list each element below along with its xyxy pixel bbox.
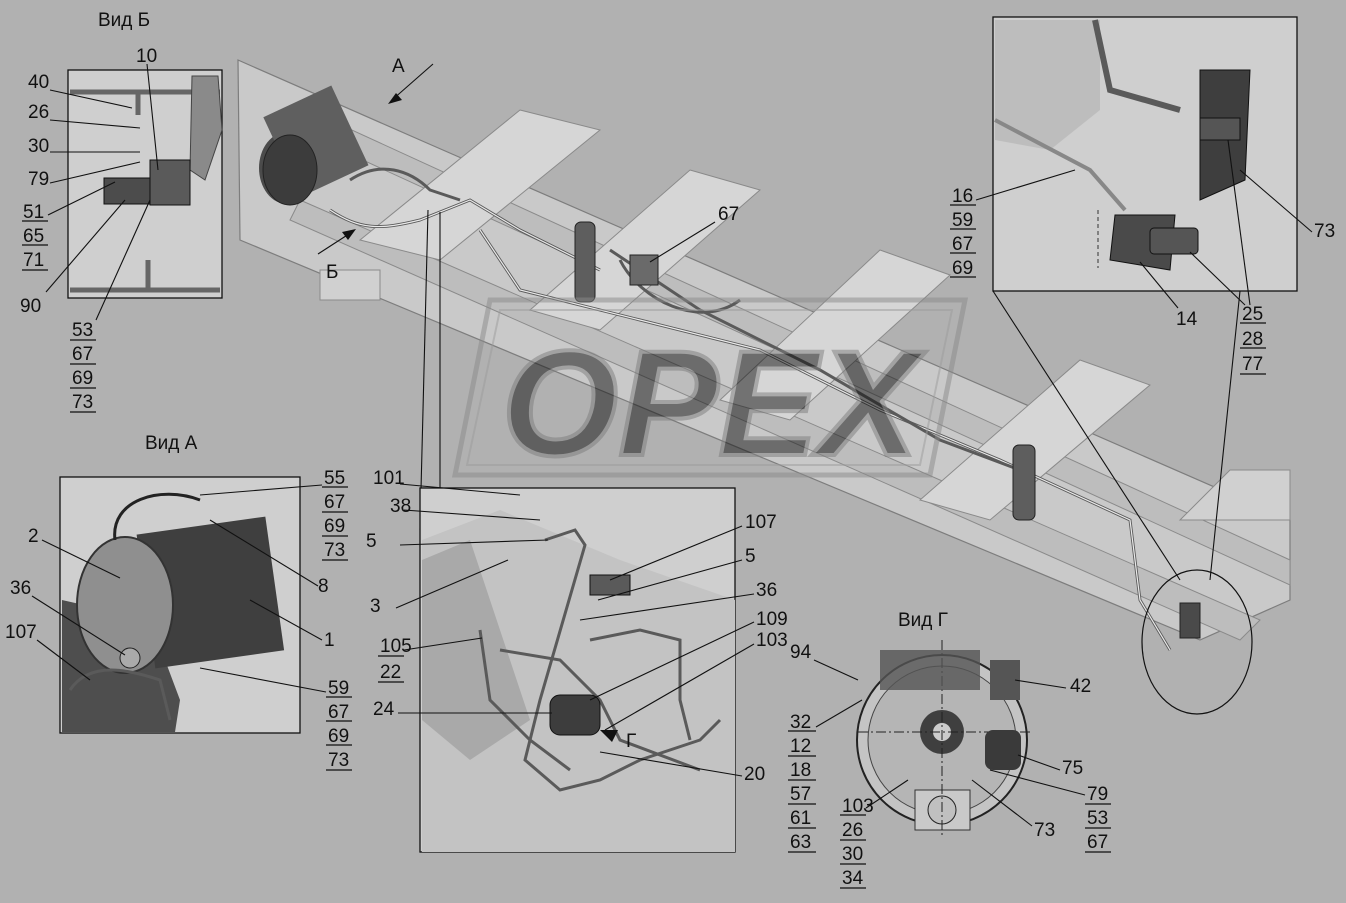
callout-20: 24 [373, 699, 395, 720]
callout-69d: 67 [952, 234, 973, 255]
callout-53b: 79 [1087, 784, 1108, 805]
callout-69: 69 [72, 368, 93, 389]
callout-30b: 26 [842, 820, 863, 841]
callout-12: 32 [790, 712, 811, 733]
callout-59: 59 [328, 678, 349, 699]
chassis-cylinders [574, 221, 1201, 639]
callout-16: 20 [744, 764, 765, 785]
callout-14: 73 [1314, 221, 1335, 242]
callout-69c: 69 [328, 726, 349, 747]
arrow-g-label: Г [626, 731, 636, 752]
callout-103: 109 [756, 609, 788, 630]
callout-92: 73 [1034, 820, 1055, 841]
callout-71: 71 [23, 250, 44, 271]
callout-67: 67 [72, 344, 93, 365]
callout-73b: 73 [324, 540, 345, 561]
callout-8: 8 [318, 576, 329, 597]
callout-63: 61 [790, 808, 811, 829]
callout-73d: 69 [952, 258, 973, 279]
callout-24: 22 [380, 662, 401, 683]
callout-73: 73 [72, 392, 93, 413]
callout-94: 77 [1242, 354, 1263, 375]
callout-18: 12 [790, 736, 811, 757]
view-connector-lines [419, 209, 1253, 715]
view-arrow-b: Б [317, 229, 356, 283]
callout-36b: 3 [370, 596, 381, 617]
callout-79: 79 [28, 169, 49, 190]
callout-36: 36 [10, 578, 31, 599]
view-g-title: Вид Г [898, 610, 948, 631]
callout-57: 18 [790, 760, 811, 781]
callout-67b: 67 [324, 492, 345, 513]
callout-67d: 59 [952, 210, 973, 231]
callout-22: 105 [380, 636, 412, 657]
callout-51: 51 [23, 202, 44, 223]
callout-1: 1 [324, 630, 335, 651]
callout-59b: 16 [952, 186, 973, 207]
callout-105: 103 [756, 630, 788, 651]
callout-32: 42 [1070, 676, 1091, 697]
callout-107: 107 [5, 622, 37, 643]
arrow-a-label: А [392, 56, 405, 77]
callout-5: 38 [390, 496, 411, 517]
callout-65: 65 [23, 226, 44, 247]
callout-42: 94 [790, 642, 812, 663]
view-b: Вид Б 10 40 26 30 79 51 65 71 90 53 67 6… [20, 10, 223, 413]
callout-103b: 75 [1062, 758, 1083, 779]
callout-28: 25 [1242, 304, 1263, 325]
callout-73e: 67 [1087, 832, 1108, 853]
view-arrow-a: А [388, 56, 434, 104]
callout-61: 57 [790, 784, 811, 805]
callout-77: 28 [1242, 329, 1263, 350]
callout-90: 90 [20, 296, 41, 317]
callout-30: 30 [28, 136, 49, 157]
callout-73c: 73 [328, 750, 349, 771]
callout-75: 63 [790, 832, 811, 853]
callout-107b: 5 [366, 531, 377, 552]
callout-38: 101 [373, 468, 405, 489]
callout-67c: 67 [328, 702, 349, 723]
callout-3: 5 [745, 546, 756, 567]
callout-5b: 107 [745, 512, 777, 533]
detail-circle [1141, 569, 1253, 715]
view-a: Вид А 55 67 69 73 2 8 36 1 107 59 67 69 … [5, 433, 352, 771]
watermark-text: OPEX [502, 319, 927, 487]
arrow-b-label: Б [326, 262, 338, 283]
callout-25: 14 [1176, 309, 1198, 330]
center-detail: Г 101 38 5 107 5 3 36 109 103 105 22 24 … [366, 468, 788, 853]
callout-109: 36 [756, 580, 777, 601]
callout-55: 55 [324, 468, 345, 489]
callout-101: 67 [718, 204, 739, 225]
callout-69b: 69 [324, 516, 345, 537]
watermark-logo: OPEX [451, 297, 969, 489]
rear-detail: 16 59 67 69 73 14 25 28 77 [950, 16, 1335, 375]
view-b-title: Вид Б [98, 10, 150, 31]
callout-10: 10 [136, 46, 157, 67]
callout-53: 53 [72, 320, 93, 341]
air-tank-main [259, 85, 369, 206]
callout-40: 40 [28, 72, 49, 93]
view-a-title: Вид А [145, 433, 198, 454]
chassis-callouts: 67 [649, 204, 739, 263]
view-g: Вид Г 94 42 32 12 18 57 61 63 75 103 26 [788, 610, 1111, 889]
callout-34: 30 [842, 844, 863, 865]
callout-2: 2 [28, 526, 39, 547]
callout-26: 26 [28, 102, 49, 123]
callout-79b: 34 [842, 868, 864, 889]
callout-67e: 53 [1087, 808, 1108, 829]
callout-26b: 103 [842, 796, 874, 817]
